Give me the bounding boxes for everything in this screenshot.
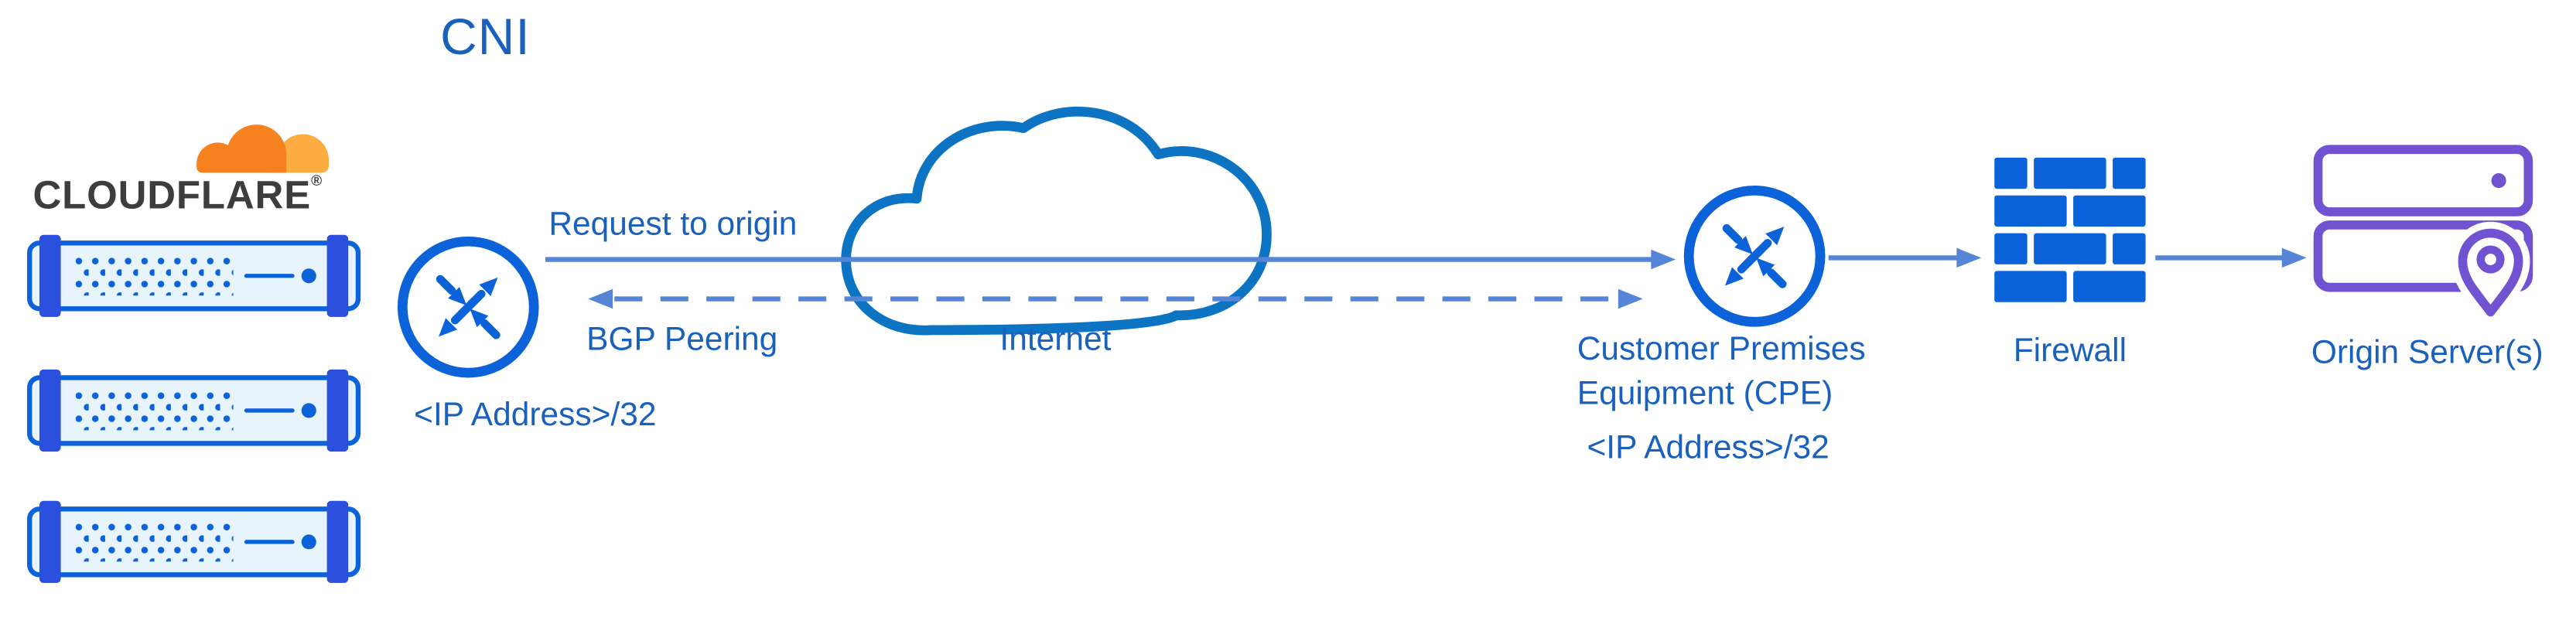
rack-rail [39,500,61,583]
router-icon [397,236,539,378]
cloudflare-wordmark: CLOUDFLARE® [32,172,323,220]
origin-server-icon [2313,145,2533,324]
router-icon [1683,185,1826,327]
vent-dots [75,520,234,562]
cloud-icon [841,106,1272,336]
cni-router-ip-label: <IP Address>/32 [414,397,657,434]
server-rack-icon [27,500,361,583]
cloudflare-logo-icon [196,124,330,173]
cpe-to-firewall-arrow [1828,247,1982,268]
bgp-peering-label: BGP Peering [586,322,778,358]
origin-label: Origin Server(s) [2311,335,2544,371]
rack-rail [39,369,61,452]
rack-rail [39,234,61,317]
vent-dots [75,254,234,296]
firewall-brick-icon [1994,157,2146,302]
firewall-label: Firewall [2013,333,2127,370]
page-title: CNI [440,8,531,66]
internet-label: Internet [999,322,1112,358]
rack-rail [326,234,349,317]
power-led [301,403,316,418]
rack-rail [326,500,349,583]
vent-dots [75,389,234,431]
location-pin-icon [2451,221,2530,324]
cloudflare-wordmark-text: CLOUDFLARE [32,174,312,219]
server-led [2491,173,2506,189]
rack-rail [326,369,349,452]
firewall-to-origin-arrow [2155,247,2307,268]
cpe-label: Customer Premises Equipment (CPE) [1577,331,1866,413]
server-rack-icon [27,369,361,452]
power-led [301,534,316,550]
request-to-origin-label: Request to origin [548,206,798,244]
cpe-ip-label: <IP Address>/32 [1587,430,1830,467]
power-led [301,268,316,284]
server-rack-icon [27,234,361,317]
bgp-peering-arrow [588,288,1643,309]
registered-mark: ® [311,172,323,189]
request-to-origin-arrow [545,249,1676,270]
